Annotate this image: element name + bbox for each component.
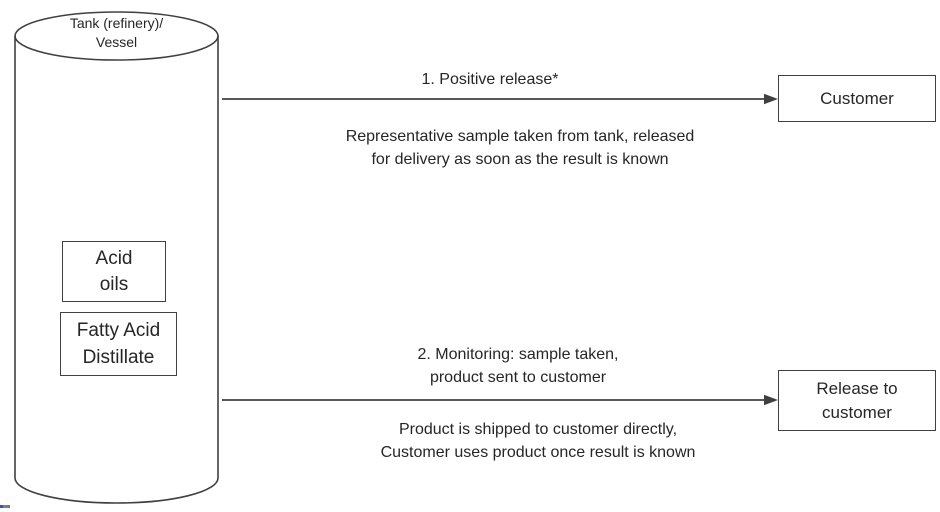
flow-arrow-1-head (764, 93, 778, 105)
tank-cylinder-top-rim (14, 35, 219, 61)
flow-2-description: Product is shipped to customer directly,… (380, 421, 696, 461)
tank-label: Tank (refinery)/ Vessel (69, 15, 164, 50)
flow-arrow-2-head (764, 394, 778, 406)
release-to-customer-box: Release to customer (778, 370, 936, 431)
tank-content-box-acid-oils: Acid oils (62, 241, 166, 302)
flow-2-title: 2. Monitoring: sample taken, product sen… (417, 346, 619, 386)
artifact-segment-3 (5, 505, 8, 508)
customer-box-label: Customer (820, 88, 894, 108)
flow-arrow-2 (222, 394, 778, 406)
tank-content-label-acid-oils: Acid oils (95, 247, 133, 295)
tank-content-label-fatty-acid-distillate: Fatty Acid Distillate (76, 320, 161, 368)
release-to-customer-box-label: Release to customer (816, 378, 898, 422)
artifact-segment-4 (7, 505, 10, 508)
customer-box: Customer (778, 75, 936, 122)
tank-content-box-fatty-acid-distillate: Fatty Acid Distillate (60, 312, 177, 376)
flow-1-title: 1. Positive release* (421, 71, 559, 88)
artifact-segment-1 (0, 505, 3, 508)
flow-arrow-1 (222, 93, 778, 105)
bottom-left-color-artifact (0, 505, 10, 508)
flow-1-description: Representative sample taken from tank, r… (345, 128, 695, 168)
artifact-segment-2 (2, 505, 5, 508)
